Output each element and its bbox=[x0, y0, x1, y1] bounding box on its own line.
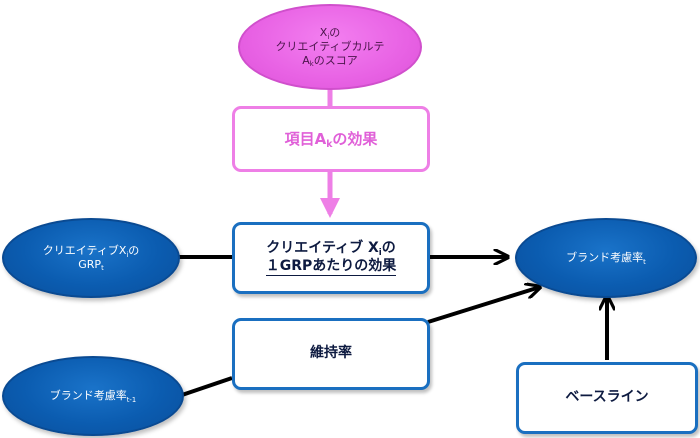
per-grp-effect-label: １GRPあたりの効果 bbox=[265, 258, 397, 276]
creative-chart-score-ellipse: Xiの クリエイティブカルテ Akのスコア bbox=[238, 4, 422, 90]
brand-t-prefix: ブランド考慮率 bbox=[566, 251, 644, 265]
baseline-box: ベースライン bbox=[516, 362, 698, 434]
grp-ellipse: クリエイティブXiの GRPt bbox=[2, 218, 180, 298]
creative-x-subscript: i bbox=[327, 32, 330, 41]
arrow-retention-to-brand bbox=[427, 287, 540, 324]
item-effect-subscript: k bbox=[326, 138, 333, 150]
grp-creative-suffix: の bbox=[128, 244, 140, 258]
score-label: Akのスコア bbox=[302, 54, 357, 68]
brand-t1-subscript: t-1 bbox=[126, 395, 137, 404]
item-a: A bbox=[302, 53, 310, 67]
score-suffix: のスコア bbox=[313, 53, 358, 67]
item-effect-box: 項目Akの効果 bbox=[232, 106, 430, 172]
creative-x: X bbox=[319, 26, 328, 40]
brand-t1-prefix: ブランド考慮率 bbox=[49, 389, 127, 403]
brand-t-label: ブランド考慮率t bbox=[566, 251, 646, 265]
item-effect-suffix: の効果 bbox=[332, 129, 378, 148]
retention-rate-label: 維持率 bbox=[310, 345, 352, 362]
creative-suffix: の bbox=[329, 26, 341, 40]
item-effect-prefix: 項目A bbox=[284, 129, 327, 148]
item-a-subscript: k bbox=[309, 60, 314, 69]
brand-t1-label: ブランド考慮率t-1 bbox=[50, 389, 136, 403]
brand-t-subscript: t bbox=[643, 257, 646, 266]
brand-consideration-t-ellipse: ブランド考慮率t bbox=[515, 218, 697, 298]
per-grp-creative-subscript: i bbox=[378, 248, 382, 259]
grp-line1: クリエイティブXiの bbox=[43, 244, 140, 258]
per-grp-line1: クリエイティブ Xiの bbox=[266, 240, 396, 258]
grp-creative-prefix: クリエイティブX bbox=[42, 244, 127, 258]
creative-label: Xiの bbox=[320, 26, 340, 40]
baseline-label: ベースライン bbox=[565, 389, 649, 406]
creative-chart-label: クリエイティブカルテ bbox=[275, 40, 385, 54]
line-brand-prev-to-retention bbox=[181, 376, 233, 397]
per-grp-creative-suffix: の bbox=[381, 240, 396, 256]
grp-label: GRP bbox=[78, 258, 102, 271]
grp-line2: GRPt bbox=[78, 258, 103, 272]
retention-rate-box: 維持率 bbox=[232, 318, 430, 390]
brand-consideration-t1-ellipse: ブランド考慮率t-1 bbox=[2, 356, 184, 436]
per-grp-creative-prefix: クリエイティブ X bbox=[266, 240, 379, 256]
item-effect-label: 項目Akの効果 bbox=[284, 129, 378, 150]
per-grp-effect-box: クリエイティブ Xiの １GRPあたりの効果 bbox=[232, 222, 430, 294]
grp-creative-subscript: i bbox=[126, 250, 129, 259]
grp-subscript: t bbox=[101, 264, 104, 273]
